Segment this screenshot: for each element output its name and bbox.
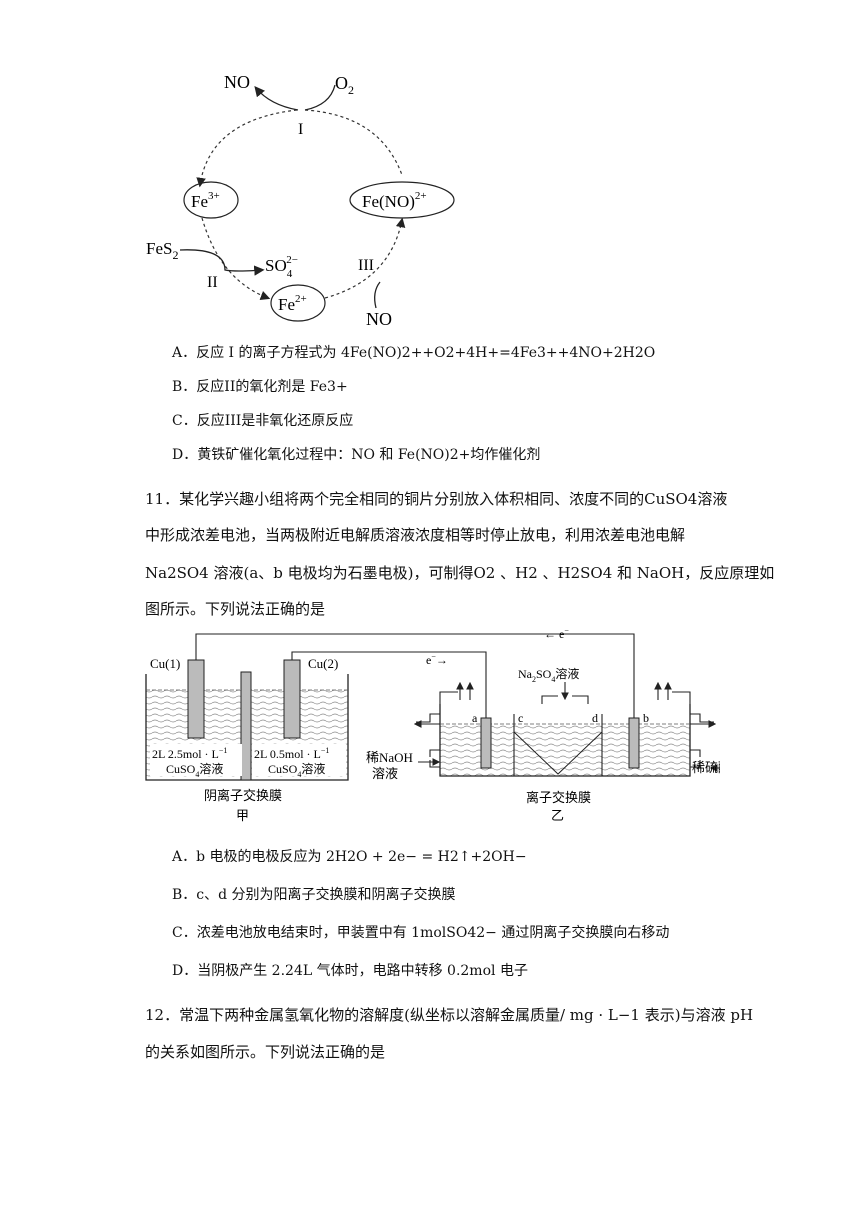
fe-no-label: Fe(NO)2+ <box>362 190 427 211</box>
naoh-label-2: 溶液 <box>372 766 398 781</box>
q10-option-c: C．反应III是非氧化还原反应 <box>172 413 354 429</box>
electrolysis-diagram: Cu(1) Cu(2) 2L 2.5mol · L−1 CuSO4溶液 2L 0… <box>145 626 720 823</box>
reaction-3-label: III <box>358 257 374 274</box>
cu2-label: Cu(2) <box>308 656 338 671</box>
jia-label: 甲 <box>236 808 249 823</box>
label-c: c <box>518 711 523 725</box>
membrane-right-label: 离子交换膜 <box>526 790 591 805</box>
electrode-b <box>628 717 640 769</box>
q11-option-d: D．当阴极产生 2.24L 气体时，电路中转移 0.2mol 电子 <box>172 963 528 979</box>
fe3-label: Fe3+ <box>191 190 220 211</box>
na2so4-label: Na2SO4溶液 <box>518 666 579 684</box>
no-top-label: NO <box>224 72 250 92</box>
left-cuso4-label: CuSO4溶液 <box>166 761 223 779</box>
q10-option-b: B．反应II的氧化剂是 Fe3+ <box>172 379 348 395</box>
acid-label: 稀硫酸 <box>692 760 720 775</box>
cu1-electrode <box>187 659 205 739</box>
q11-stem-line3: Na2SO4 溶液(a、b 电极均为石墨电极)，可制得O2 、H2 、H2SO4… <box>145 564 775 582</box>
right-cuso4-label: CuSO4溶液 <box>268 761 325 779</box>
left-conc-label: 2L 2.5mol · L−1 <box>152 746 227 761</box>
q11-stem-line4: 图所示。下列说法正确的是 <box>145 600 326 618</box>
no-bottom-label: NO <box>366 309 392 329</box>
q10-option-a: A．反应 I 的离子方程式为 4Fe(NO)2++O2+4H+=4Fe3++4N… <box>172 345 656 361</box>
e-mid-label: e−→ <box>426 652 448 667</box>
q12-stem-line1: 12．常温下两种金属氢氧化物的溶解度(纵坐标以溶解金属质量/ mg · L−1 … <box>145 1006 754 1024</box>
e-top-label: ← e− <box>544 626 569 641</box>
membrane-left-label: 阴离子交换膜 <box>204 788 282 803</box>
anion-membrane <box>240 671 252 781</box>
label-a: a <box>472 711 478 725</box>
fe3-node <box>183 181 239 219</box>
cu2-electrode <box>283 659 301 739</box>
q11-stem-line1: 11．某化学兴趣小组将两个完全相同的铜片分别放入体积相同、浓度不同的CuSO4溶… <box>145 490 728 508</box>
q11-option-c: C．浓差电池放电结束时，甲装置中有 1molSO42− 通过阴离子交换膜向右移动 <box>172 925 670 941</box>
catalytic-cycle-diagram: NO O2 I Fe3+ Fe(NO)2+ FeS2 SO42− II III … <box>146 72 455 329</box>
q11-option-b: B．c、d 分别为阳离子交换膜和阴离子交换膜 <box>172 887 456 903</box>
q11-option-a: A．b 电极的电极反应为 2H2O + 2e− = H2↑+2OH− <box>172 849 527 865</box>
fe2-node <box>270 284 326 322</box>
q10-option-d: D．黄铁矿催化氧化过程中：NO 和 Fe(NO)2+均作催化剂 <box>172 447 541 463</box>
electrode-a <box>480 717 492 769</box>
reaction-1-label: I <box>298 121 303 138</box>
right-conc-label: 2L 0.5mol · L−1 <box>254 746 329 761</box>
reaction-2-label: II <box>207 274 218 291</box>
label-d: d <box>592 711 598 725</box>
q12-stem-line2: 的关系如图所示。下列说法正确的是 <box>145 1043 386 1061</box>
fes2-label: FeS2 <box>146 239 178 262</box>
q11-stem-line2: 中形成浓差电池，当两极附近电解质溶液浓度相等时停止放电，利用浓差电池电解 <box>145 526 686 544</box>
so4-label: SO42− <box>265 254 298 280</box>
o2-label: O2 <box>335 73 354 97</box>
fe2-label: Fe2+ <box>278 293 307 314</box>
cu1-label: Cu(1) <box>150 656 180 671</box>
naoh-label-1: 稀NaOH <box>366 750 413 765</box>
yi-label: 乙 <box>551 808 564 823</box>
fe-no-node <box>349 181 455 219</box>
label-b: b <box>643 711 649 725</box>
